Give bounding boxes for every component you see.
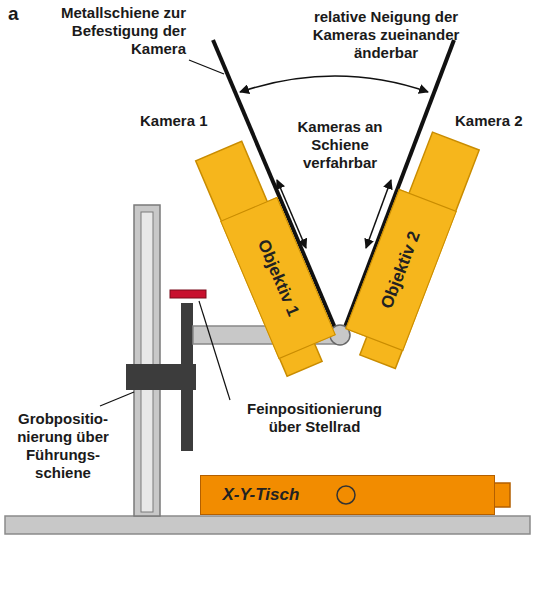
lens-body: Objektiv 2 xyxy=(345,189,457,351)
table-knob xyxy=(494,483,510,507)
leader-line xyxy=(199,301,230,400)
leader-line xyxy=(100,392,134,406)
fine-post xyxy=(181,303,193,451)
guide-rail-slot xyxy=(141,212,153,512)
metal-rail xyxy=(213,40,338,335)
table-ring xyxy=(337,486,355,504)
callout-label: Metallschiene zur Befestigung der Kamera xyxy=(50,4,186,58)
leader-line xyxy=(189,60,224,74)
node-label: X-Y-Tisch xyxy=(201,485,300,505)
callout-label: Kamera 1 xyxy=(140,112,208,130)
table-symbol xyxy=(331,480,361,510)
xy-table: X-Y-Tisch xyxy=(200,475,495,515)
callout-label: Kamera 2 xyxy=(455,112,523,130)
panel-letter: a xyxy=(8,3,19,26)
node-label: Objektiv 2 xyxy=(377,228,425,311)
node-label: Objektiv 1 xyxy=(253,237,303,320)
callout-label: Kameras an Schiene verfahrbar xyxy=(290,118,390,172)
base-plate xyxy=(5,516,530,534)
callout-label: Feinpositionierung über Stellrad xyxy=(232,400,397,436)
callout-label: relative Neigung der Kameras zueinander … xyxy=(305,8,467,62)
guide-rail xyxy=(134,205,160,516)
adjust-wheel xyxy=(170,290,206,298)
tilt-arrow xyxy=(240,76,428,92)
callout-label: Grobpositio- nierung über Führungs- schi… xyxy=(4,410,122,482)
